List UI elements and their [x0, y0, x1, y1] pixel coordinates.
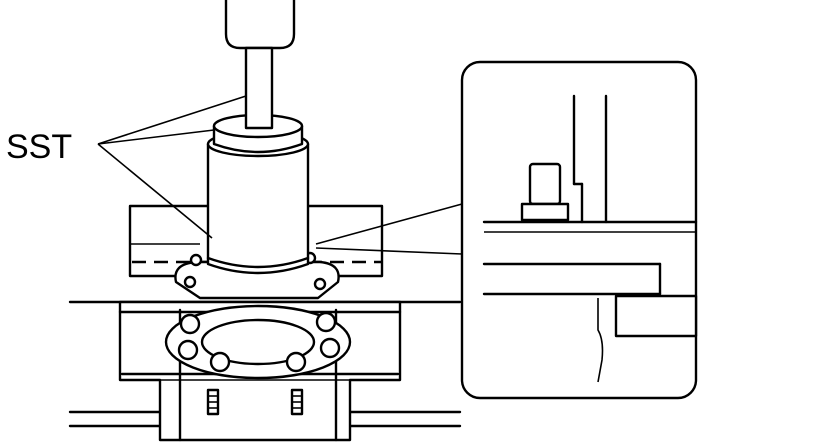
detail-inset — [460, 60, 698, 400]
sst-leader-lines — [97, 95, 247, 239]
sst-label: SST — [6, 128, 72, 166]
press-ram — [224, 0, 296, 130]
detail-callout-lines — [315, 203, 463, 255]
axle-hub — [118, 300, 402, 442]
